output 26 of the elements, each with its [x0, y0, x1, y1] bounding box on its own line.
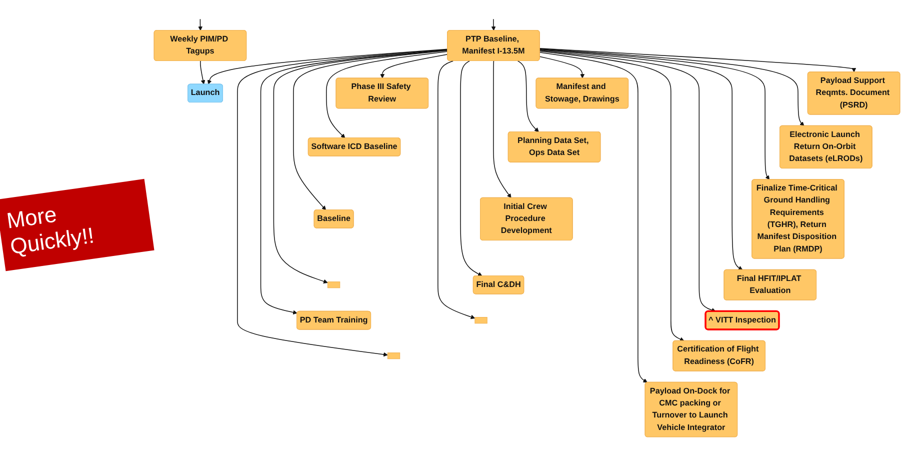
- arrow: [517, 60, 539, 132]
- arrow: [207, 48, 448, 84]
- arrow: [539, 56, 585, 78]
- arrow: [273, 49, 448, 283]
- arrow: [260, 49, 448, 314]
- arrow: [438, 60, 476, 319]
- node-box: [387, 352, 400, 359]
- arrow: [539, 48, 770, 180]
- arrow: [380, 54, 448, 78]
- arrow: [539, 48, 743, 270]
- arrow: [539, 50, 684, 341]
- arrow: [237, 48, 448, 356]
- arrow: [493, 60, 512, 198]
- arrow: [200, 60, 206, 84]
- arrow: [198, 18, 202, 30]
- arrow: [491, 18, 496, 30]
- node-box: [474, 316, 488, 324]
- arrow: [539, 52, 648, 382]
- arrow: [539, 48, 804, 126]
- arrow: [460, 60, 482, 276]
- arrow: [293, 50, 448, 210]
- arrow: [539, 48, 856, 72]
- banner-text: More Quickly!!: [0, 178, 154, 271]
- node-box: [327, 281, 340, 288]
- arrow: [539, 50, 716, 312]
- arrow: [326, 50, 448, 138]
